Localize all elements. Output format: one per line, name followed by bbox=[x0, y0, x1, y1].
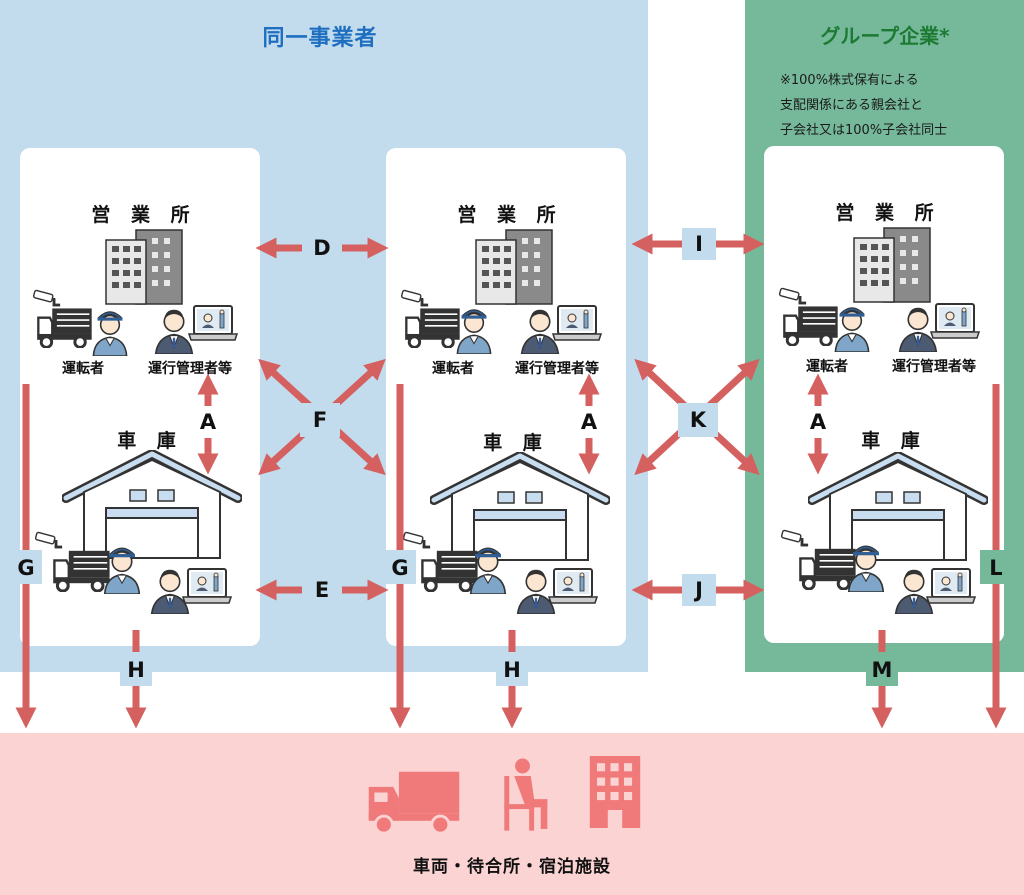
driver-label: 運転者 bbox=[62, 361, 104, 377]
office-heading: 営 業 所 bbox=[91, 204, 197, 226]
truck-icon bbox=[782, 304, 840, 346]
manager-label: 運行管理者等 bbox=[148, 361, 232, 377]
arrow-label-l: L bbox=[989, 556, 1003, 580]
manager-icon bbox=[894, 568, 934, 614]
laptop-icon bbox=[930, 303, 980, 339]
truck-icon bbox=[36, 306, 94, 348]
garage-icon bbox=[812, 456, 984, 560]
arrow-label-a: A bbox=[580, 410, 598, 434]
truck-icon bbox=[52, 549, 112, 592]
same-company-title: 同一事業者 bbox=[262, 26, 378, 51]
camera-icon bbox=[780, 529, 809, 548]
laptop-icon bbox=[188, 305, 238, 341]
manager-icon bbox=[150, 568, 190, 614]
letter-gaps-mid bbox=[678, 228, 718, 606]
laptop-icon bbox=[182, 567, 232, 605]
laptop-icon bbox=[548, 567, 598, 605]
arrow-label-a: A bbox=[199, 410, 217, 434]
laptop-icon bbox=[926, 567, 976, 605]
garage-icon bbox=[66, 454, 238, 558]
driver-icon bbox=[456, 308, 492, 354]
camera-icon bbox=[778, 287, 807, 306]
group-company-title: グループ企業* bbox=[820, 24, 950, 48]
driver-label: 運転者 bbox=[432, 361, 474, 377]
manager-label: 運行管理者等 bbox=[515, 361, 599, 377]
group-company-note: ※100%株式保有による 支配関係にある親会社と 子会社又は100%子会社同士 bbox=[780, 68, 1010, 143]
group-note-line: 子会社又は100%子会社同士 bbox=[780, 123, 948, 138]
arrow-label-h: H bbox=[503, 658, 521, 682]
arrow-label-g: G bbox=[391, 556, 409, 580]
arrow-label-k: K bbox=[689, 408, 707, 432]
manager-icon bbox=[516, 568, 556, 614]
arrow-label-i: I bbox=[695, 232, 703, 256]
office-heading: 営 業 所 bbox=[835, 202, 941, 224]
group-note-line: 支配関係にある親会社と bbox=[780, 98, 924, 113]
garage-illustration-1 bbox=[34, 454, 238, 614]
driver-icon bbox=[834, 306, 870, 352]
driver-label: 運転者 bbox=[806, 359, 848, 375]
manager-icon bbox=[898, 306, 938, 352]
camera-icon bbox=[400, 289, 429, 308]
garage-illustration-3 bbox=[780, 456, 984, 614]
driver-icon bbox=[92, 310, 128, 356]
letter-gaps-white bbox=[194, 406, 832, 438]
arrow-label-a: A bbox=[809, 410, 827, 434]
manager-icon bbox=[520, 308, 560, 354]
arrow-label-e: E bbox=[314, 578, 330, 602]
destination-truck-icon bbox=[367, 770, 461, 834]
office-building-icon bbox=[853, 227, 931, 303]
camera-icon bbox=[34, 531, 63, 550]
garage-illustration-2 bbox=[402, 456, 606, 614]
manager-icon bbox=[154, 308, 194, 354]
office-illustration-3 bbox=[778, 227, 980, 352]
letter-gaps bbox=[10, 232, 528, 686]
driver-icon bbox=[103, 547, 141, 594]
camera-icon bbox=[402, 531, 431, 550]
destination-region bbox=[0, 733, 1024, 895]
garage-heading: 車 庫 bbox=[117, 430, 183, 452]
destination-label: 車両・待合所・宿泊施設 bbox=[413, 857, 611, 877]
office-building-icon bbox=[105, 229, 183, 305]
office-illustration-2 bbox=[400, 229, 602, 354]
laptop-icon bbox=[552, 305, 602, 341]
arrow-label-j: J bbox=[695, 578, 703, 602]
garage-heading: 車 庫 bbox=[861, 430, 927, 452]
camera-icon bbox=[32, 289, 61, 308]
destination-building-icon bbox=[589, 756, 641, 828]
office-heading: 営 業 所 bbox=[457, 204, 563, 226]
manager-label: 運行管理者等 bbox=[892, 359, 976, 375]
arrow-label-m: M bbox=[871, 658, 893, 682]
seated-person-icon bbox=[504, 758, 548, 831]
arrow-label-g: G bbox=[17, 556, 35, 580]
group-note-line: ※100%株式保有による bbox=[780, 73, 919, 88]
arrow-label-f: F bbox=[312, 408, 328, 432]
garage-heading: 車 庫 bbox=[483, 432, 549, 454]
office-illustration-1 bbox=[32, 229, 238, 356]
arrow-label-h: H bbox=[127, 658, 145, 682]
letter-gaps-green bbox=[866, 550, 1012, 686]
office-building-icon bbox=[475, 229, 553, 305]
garage-icon bbox=[434, 456, 606, 560]
truck-icon bbox=[798, 547, 858, 590]
truck-icon bbox=[404, 306, 462, 348]
arrow-label-d: D bbox=[313, 236, 331, 260]
truck-icon bbox=[420, 549, 480, 592]
